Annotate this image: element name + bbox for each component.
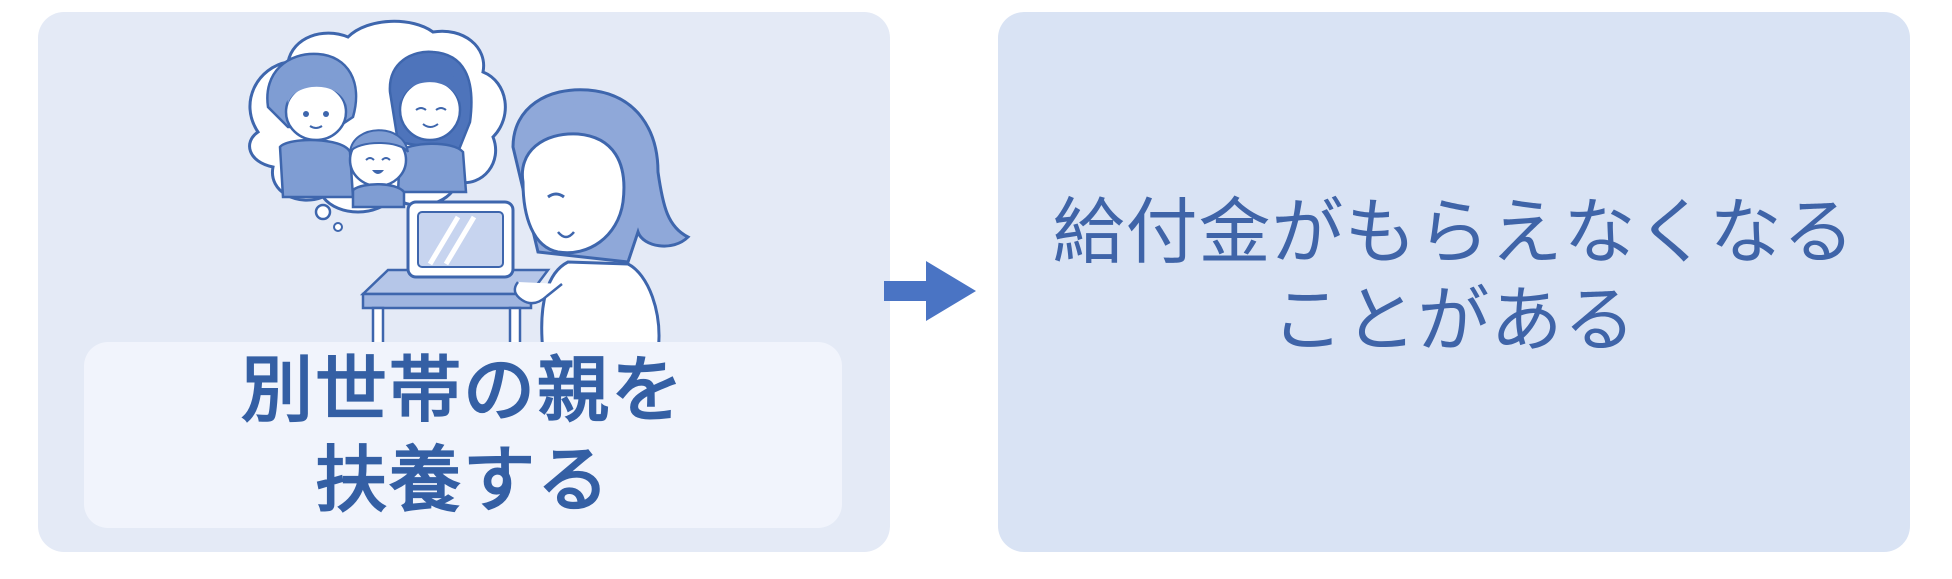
cause-label-box: 別世帯の親を 扶養する: [84, 342, 842, 528]
person-figure: [511, 88, 691, 352]
family-member-figure: [266, 52, 358, 199]
video-call-illustration: [248, 19, 691, 352]
result-text-line: 給付金がもらえなくなる: [1052, 190, 1856, 274]
family-member-figure: [348, 129, 409, 209]
tablet-icon: [406, 200, 515, 279]
cause-label-line: 扶養する: [314, 438, 611, 522]
result-panel: 給付金がもらえなくなる ことがある: [998, 12, 1910, 552]
arrow-right-icon: [884, 261, 976, 321]
result-text-line: ことがある: [1271, 278, 1637, 362]
cause-panel: 別世帯の親を 扶養する: [38, 12, 890, 552]
cause-label-line: 別世帯の親を: [240, 348, 685, 432]
